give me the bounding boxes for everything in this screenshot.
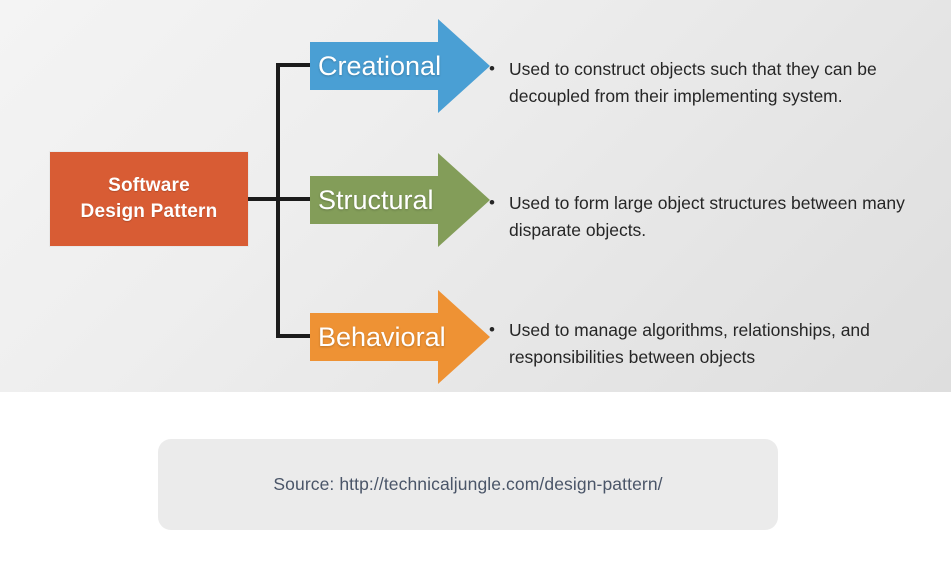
description-structural-text: Used to form large object structures bet… — [509, 193, 905, 240]
arrow-structural-label: Structural — [318, 184, 434, 215]
arrow-creational-icon — [310, 19, 490, 113]
root-node-title-line-1: Software — [108, 175, 190, 197]
description-creational: • Used to construct objects such that th… — [489, 56, 941, 109]
description-structural: • Used to form large object structures b… — [489, 190, 909, 243]
source-caption-text: Source: http://technicaljungle.com/desig… — [273, 474, 663, 494]
connector-branch-creational — [276, 63, 314, 67]
description-creational-text: Used to construct objects such that they… — [509, 59, 877, 106]
connector-trunk — [248, 197, 280, 201]
description-behavioral: • Used to manage algorithms, relationshi… — [489, 317, 941, 370]
arrow-structural: Structural — [310, 153, 490, 247]
arrow-behavioral-icon — [310, 290, 490, 384]
root-node-title-line-2: Design Pattern — [80, 201, 218, 222]
connector-branch-structural — [276, 197, 314, 201]
arrow-creational: Creational — [310, 19, 490, 113]
arrow-structural-icon — [310, 153, 490, 247]
connector-branch-behavioral — [276, 334, 314, 338]
arrow-creational-label: Creational — [318, 50, 442, 81]
description-behavioral-text: Used to manage algorithms, relationships… — [509, 320, 870, 367]
source-caption-box: Source: http://technicaljungle.com/desig… — [158, 439, 778, 530]
root-node-software-design-pattern: Software Design Pattern — [50, 152, 248, 246]
bullet-icon: • — [489, 193, 495, 212]
arrow-behavioral: Behavioral — [310, 290, 490, 384]
bullet-icon: • — [489, 320, 495, 339]
arrow-behavioral-label: Behavioral — [318, 321, 446, 352]
bullet-icon: • — [489, 59, 495, 78]
software-design-pattern-diagram: Software Design Pattern Creational Struc… — [0, 0, 951, 392]
